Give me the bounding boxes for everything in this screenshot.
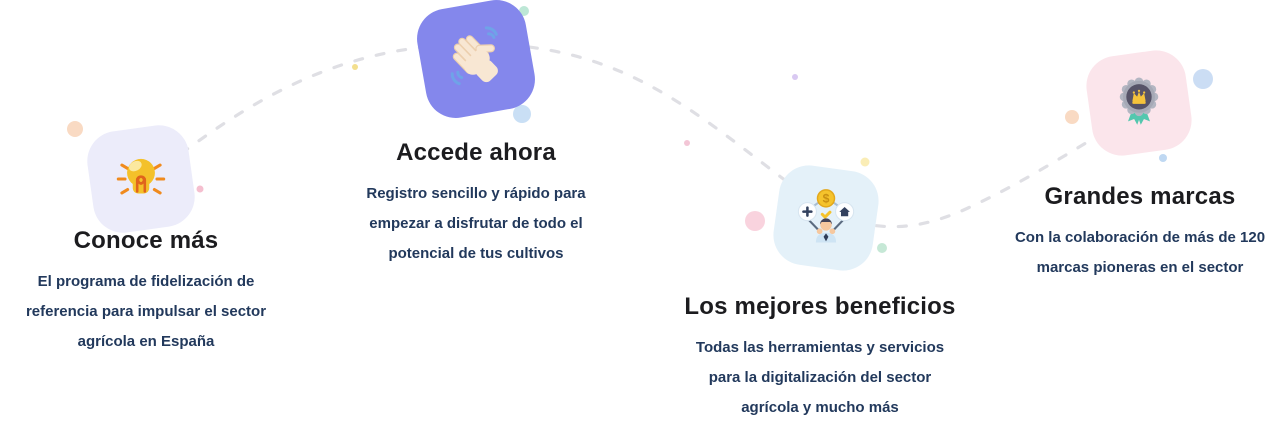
step-accede-ahora: Accede ahora Registro sencillo y rápido … bbox=[346, 139, 606, 269]
step-description: Con la colaboración de más de 120 marcas… bbox=[1014, 229, 1266, 276]
step-description: El programa de fidelización de referenci… bbox=[25, 273, 267, 350]
step-title: Grandes marcas bbox=[1044, 183, 1236, 210]
medal-icon bbox=[1119, 77, 1159, 125]
benefits-person-icon: $ bbox=[797, 189, 855, 243]
step-conoce-mas: Conoce más El programa de fidelización d… bbox=[0, 227, 292, 357]
step-icon-tile-1 bbox=[83, 121, 199, 237]
step-mejores-beneficios: Los mejores beneficios Todas las herrami… bbox=[675, 293, 965, 423]
step-grandes-marcas: Grandes marcas Con la colaboración de má… bbox=[1003, 183, 1277, 283]
step-icon-tile-2 bbox=[412, 0, 540, 123]
waving-hand-icon bbox=[450, 26, 498, 86]
step-title: Accede ahora bbox=[396, 139, 556, 166]
step-title: Conoce más bbox=[73, 227, 219, 254]
step-description: Todas las herramientas y servicios para … bbox=[695, 339, 945, 416]
coin-dollar-glyph: $ bbox=[823, 192, 830, 206]
step-icon-tile-4 bbox=[1082, 46, 1196, 160]
lightbulb-icon bbox=[116, 158, 166, 195]
step-title: Los mejores beneficios bbox=[684, 293, 956, 320]
step-icon-tile-3: $ bbox=[769, 161, 883, 275]
step-description: Registro sencillo y rápido para empezar … bbox=[366, 185, 586, 262]
